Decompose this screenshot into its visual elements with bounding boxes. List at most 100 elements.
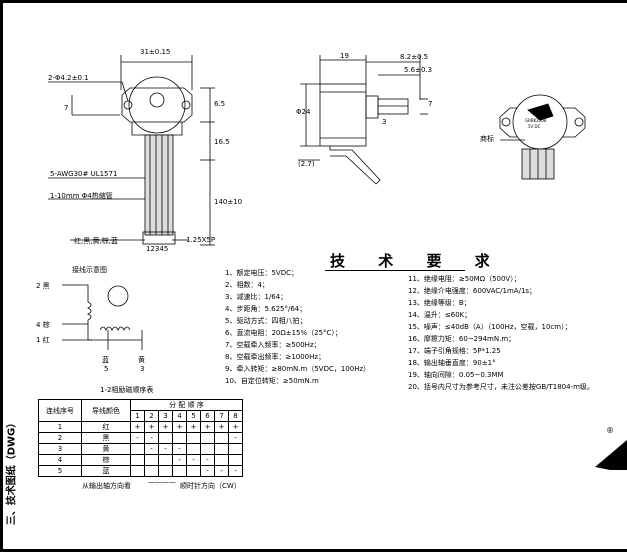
sequence-cell	[130, 454, 145, 466]
step-header: 1	[130, 410, 145, 422]
wire-label-yellow: 黄	[138, 356, 145, 364]
spec-item: 7、空载牵入频率：≥500Hz；	[225, 341, 321, 349]
step-header: 7	[214, 410, 229, 422]
sequence-cell: -	[214, 465, 229, 477]
spec-item: 8、空载牵出频率：≥1000Hz；	[225, 353, 326, 361]
spec-item: 1、额定电压：5VDC；	[225, 269, 298, 277]
brand-logo-shape	[595, 440, 627, 470]
sequence-cell	[144, 454, 159, 466]
sequence-cell: -	[228, 432, 243, 444]
dim-19: 19	[340, 52, 349, 60]
spec-item: 16、摩擦力矩：60~294mN.m；	[408, 335, 516, 343]
wire-label-brown: 4 棕	[36, 321, 50, 329]
wire-color-cell: 棕	[81, 454, 131, 466]
sequence-cell: +	[172, 421, 187, 433]
dim-7-side: 7	[428, 100, 433, 108]
step-header: 3	[158, 410, 173, 422]
sequence-cell: -	[172, 454, 187, 466]
specs-left-column: 1、额定电压：5VDC； 2、相数：4； 3、减速比：1/64； 4、步距角：5…	[225, 267, 370, 387]
wire-no-cell: 3	[38, 443, 82, 455]
sequence-cell	[228, 443, 243, 455]
pin-numbers: 12345	[146, 245, 169, 253]
sleeve-spec: 1-10mm Φ4热缩管	[50, 192, 113, 200]
sequence-cell	[144, 465, 159, 477]
frame-left-border	[0, 0, 3, 552]
sequence-cell	[214, 454, 229, 466]
dim-holes: 2-Φ4.2±0.1	[48, 74, 89, 82]
dim-140: 140±10	[214, 198, 243, 206]
step-header: 2	[144, 410, 159, 422]
table-header-row: 连线序号 导线颜色 分 配 顺 序	[38, 399, 243, 422]
wire-label-5: 5	[104, 365, 109, 373]
spec-item: 12、绝缘介电强度：600VAC/1mA/1s；	[408, 287, 537, 295]
spec-item: 13、绝缘等级：B；	[408, 299, 471, 307]
spec-item: 10、自定位转矩：≥50mN.m	[225, 377, 319, 385]
header-distribution: 分 配 顺 序	[130, 399, 243, 411]
dim-width: 31±0.15	[140, 48, 171, 56]
sequence-cell: -	[200, 465, 215, 477]
trademark-label: 商标	[480, 135, 494, 143]
spec-item: 17、端子引角规格：5P*1.25	[408, 347, 501, 355]
frame-top-border	[0, 0, 627, 3]
wire-no-cell: 4	[38, 454, 82, 466]
wire-label-blue: 蓝	[102, 356, 109, 364]
sequence-cell	[214, 432, 229, 444]
top-view	[499, 94, 586, 180]
wire-label-3: 3	[140, 365, 145, 373]
sequence-cell: -	[130, 432, 145, 444]
sequence-cell: +	[158, 421, 173, 433]
sequence-cell	[186, 432, 201, 444]
header-wire-color: 导线颜色	[81, 399, 131, 422]
header-wire-no: 连线序号	[38, 399, 82, 422]
dim-56: 5.6±0.3	[404, 66, 433, 74]
direction-note-left: 从输出轴方向看	[82, 482, 131, 490]
step-header: 6	[200, 410, 215, 422]
sequence-cell: +	[144, 421, 159, 433]
wire-spec: 5-AWG30# UL1571	[50, 170, 118, 178]
spec-item: 18、输出轴垂直度：90±1°	[408, 359, 496, 367]
wire-no-cell: 1	[38, 421, 82, 433]
brand-voltage: 5V DC	[528, 124, 541, 129]
connector-spec: 1.25X5P	[186, 236, 216, 244]
sequence-cell: -	[158, 443, 173, 455]
spec-item: 19、轴向间隙：0.05~0.3MM	[408, 371, 504, 379]
dim-7-front: 7	[64, 104, 69, 112]
direction-note-right: 顺时针方向（CW）	[180, 482, 241, 490]
specs-title: 技 术 要 求	[330, 252, 504, 270]
side-view	[298, 55, 428, 185]
spec-item: 11、绝缘电阻：≥50MΩ（500V）；	[408, 275, 521, 283]
step-header: 5	[186, 410, 201, 422]
sequence-cell	[172, 465, 187, 477]
dim-3: 3	[382, 118, 387, 126]
sequence-cell	[158, 465, 173, 477]
dim-82: 8.2±0.5	[400, 53, 429, 61]
sequence-cell: -	[144, 432, 159, 444]
sequence-cell: -	[228, 465, 243, 477]
spec-item: 5、驱动方式：四相八拍；	[225, 317, 307, 325]
wire-no-cell: 5	[38, 465, 82, 477]
spec-item: 3、减速比：1/64；	[225, 293, 288, 301]
spec-item: 15、噪声：≤40dB（A）（100Hz，空载，10cm）；	[408, 323, 572, 331]
wire-color-cell: 红	[81, 421, 131, 433]
sequence-cell: +	[186, 421, 201, 433]
sequence-cell: -	[172, 443, 187, 455]
frame-bottom-border	[0, 549, 627, 552]
sequence-cell	[200, 443, 215, 455]
spec-item: 20、括号内尺寸为参考尺寸，未注公差按GB/T1804-m级。	[408, 383, 594, 391]
wiring-title: 接线示意图	[72, 266, 107, 274]
sequence-title: 1-2相励磁顺序表	[100, 386, 154, 394]
dim-27: (2.7)	[298, 160, 315, 168]
sequence-cell	[186, 443, 201, 455]
sequence-cell	[200, 432, 215, 444]
wire-no-cell: 2	[38, 432, 82, 444]
spec-item: 2、相数：4；	[225, 281, 269, 289]
spec-item: 4、步距角：5.625°/64；	[225, 305, 307, 313]
step-header: 8	[228, 410, 243, 422]
specs-title-underline	[325, 270, 465, 271]
